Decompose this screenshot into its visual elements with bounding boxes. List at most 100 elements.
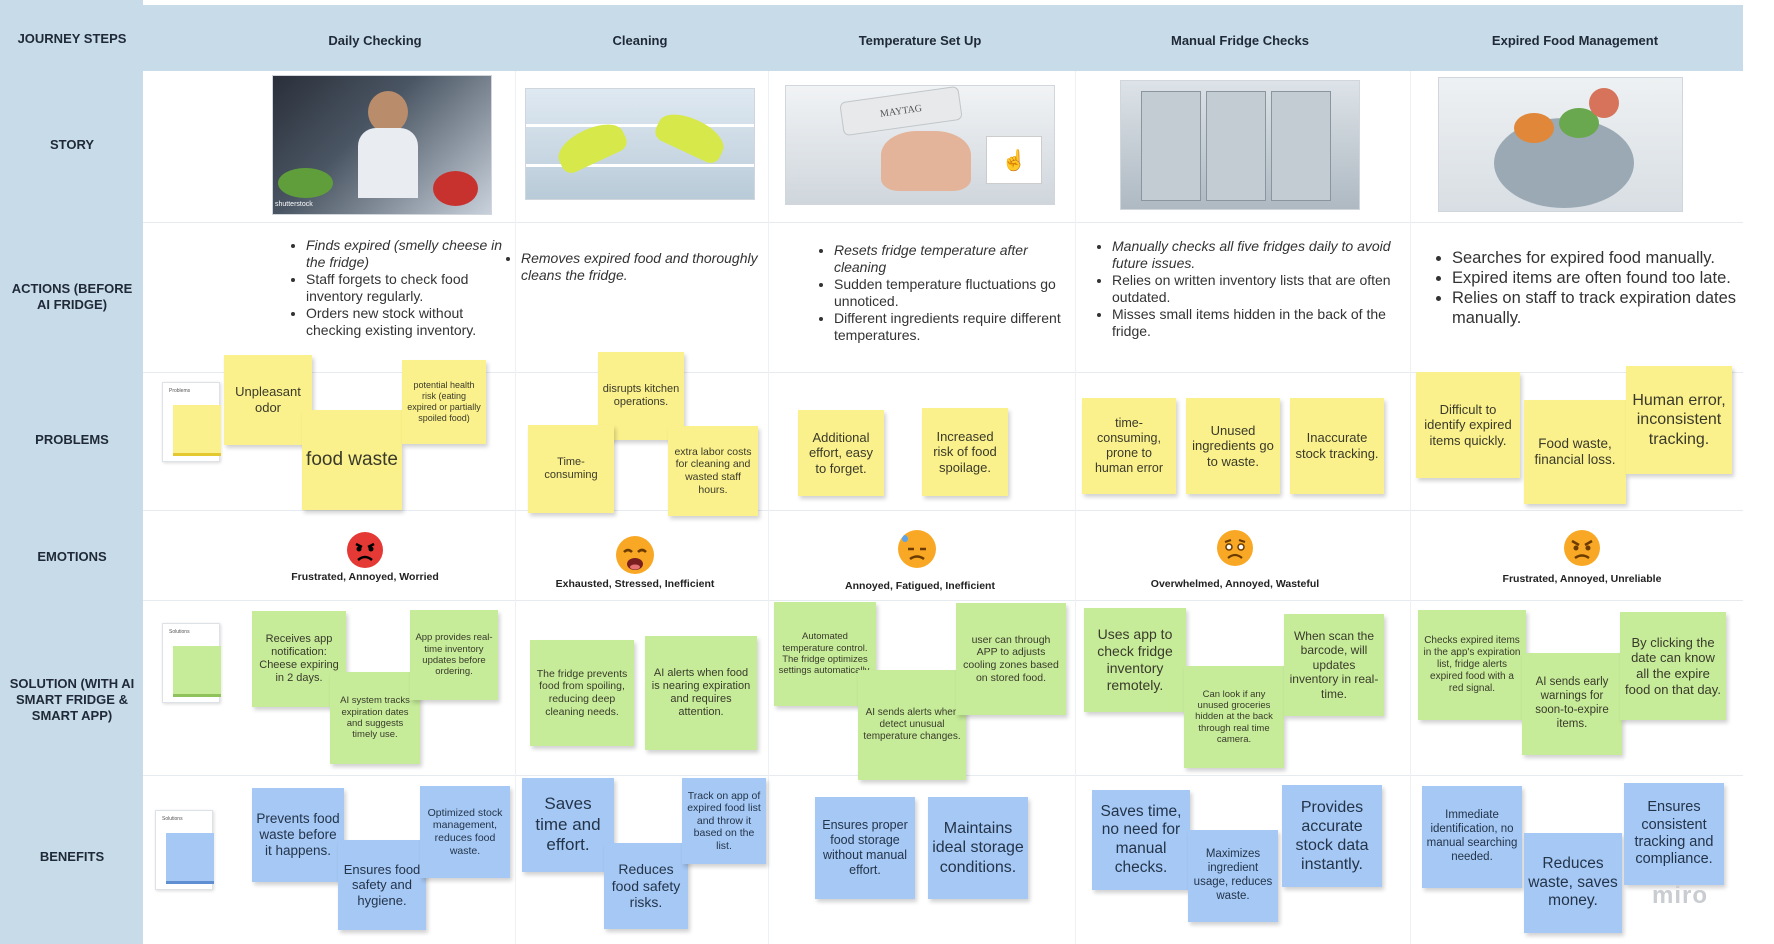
fridge-shape xyxy=(1141,91,1201,201)
solution-sticky[interactable]: By clicking the date can know all the ex… xyxy=(1620,612,1726,720)
solution-sticky[interactable]: AI sends early warnings for soon-to-expi… xyxy=(1522,653,1622,755)
action-item: Manually checks all five fridges daily t… xyxy=(1112,238,1396,272)
benefit-sticky[interactable]: Reduces food safety risks. xyxy=(604,843,688,929)
frame-thumbnail-problems[interactable]: Problems xyxy=(162,382,221,462)
solution-sticky[interactable]: Uses app to check fridge inventory remot… xyxy=(1084,608,1186,712)
shelf-shape xyxy=(526,124,754,127)
problem-sticky[interactable]: Increased risk of food spoilage. xyxy=(922,408,1008,496)
row-label-story: STORY xyxy=(49,137,95,152)
problem-sticky[interactable]: Difficult to identify expired items quic… xyxy=(1416,372,1520,478)
story-photo-expired-food xyxy=(1438,77,1683,212)
sticky-preview xyxy=(166,833,214,884)
benefit-sticky[interactable]: Saves time and effort. xyxy=(522,778,614,872)
sticky-preview xyxy=(173,405,221,456)
benefit-sticky[interactable]: Provides accurate stock data instantly. xyxy=(1282,785,1382,887)
action-item: Expired items are often found too late. xyxy=(1452,268,1736,288)
solution-sticky[interactable]: Checks expired items in the app's expira… xyxy=(1418,610,1526,720)
row-label-column xyxy=(0,0,143,944)
actions-expired-food: Searches for expired food manually. Expi… xyxy=(1436,248,1736,328)
problem-sticky[interactable]: extra labor costs for cleaning and waste… xyxy=(668,426,758,516)
food-shape xyxy=(433,171,478,206)
solution-sticky[interactable]: AI sends alerts when detect unusual temp… xyxy=(858,670,966,780)
story-photo-cleaning xyxy=(525,88,755,200)
benefit-sticky[interactable]: Maintains ideal storage conditions. xyxy=(928,797,1028,899)
step-header: Temperature Set Up xyxy=(858,32,982,48)
solution-sticky[interactable]: The fridge prevents food from spoiling, … xyxy=(530,640,634,746)
action-item: Searches for expired food manually. xyxy=(1452,248,1736,268)
row-label-emotions: EMOTIONS xyxy=(37,549,107,564)
emotion-label: Frustrated, Annoyed, Worried xyxy=(291,571,439,583)
action-item: Relies on written inventory lists that a… xyxy=(1112,272,1396,306)
row-divider xyxy=(143,372,1743,373)
problem-sticky[interactable]: Inaccurate stock tracking. xyxy=(1290,398,1384,494)
problem-sticky[interactable]: potential health risk (eating expired or… xyxy=(402,360,486,444)
story-photo-fridges xyxy=(1120,80,1360,210)
miro-watermark: miro xyxy=(1652,882,1709,909)
action-item: Resets fridge temperature after cleaning xyxy=(834,242,1063,276)
emotion-label: Frustrated, Annoyed, Unreliable xyxy=(1502,573,1662,585)
benefit-sticky[interactable]: Prevents food waste before it happens. xyxy=(252,788,344,882)
step-header: Expired Food Management xyxy=(1491,32,1659,48)
problem-sticky[interactable]: Human error, inconsistent tracking. xyxy=(1626,366,1732,474)
fridge-shape xyxy=(1271,91,1331,201)
row-divider xyxy=(143,510,1743,511)
journey-header-bar xyxy=(143,5,1743,71)
step-header: Daily Checking xyxy=(328,32,422,48)
solution-sticky[interactable]: App provides real-time inventory updates… xyxy=(410,610,498,700)
problem-sticky[interactable]: Additional effort, easy to forget. xyxy=(798,410,884,496)
benefit-sticky[interactable]: Ensures food safety and hygiene. xyxy=(338,840,426,930)
person-shape xyxy=(358,128,418,198)
story-photo-daily-checking: shutterstock xyxy=(272,75,492,215)
shelf-shape xyxy=(526,164,754,167)
row-divider xyxy=(143,222,1743,223)
solution-sticky[interactable]: user can through APP to adjusts cooling … xyxy=(956,603,1066,715)
sweat-face-icon xyxy=(896,528,938,570)
solution-sticky[interactable]: AI alerts when food is nearing expiratio… xyxy=(645,636,757,750)
frame-thumbnail-solution[interactable]: Solutions xyxy=(162,623,221,703)
column-divider xyxy=(1075,71,1076,944)
glove-shape xyxy=(652,105,730,167)
thumbnail-label: Solutions xyxy=(162,816,183,822)
column-divider xyxy=(515,71,516,944)
row-label-problems: PROBLEMS xyxy=(35,432,109,447)
watermark-text: shutterstock xyxy=(275,201,313,208)
pouting-face-icon xyxy=(1562,528,1602,568)
problem-sticky[interactable]: time-consuming, prone to human error xyxy=(1082,398,1176,494)
benefit-sticky[interactable]: Ensures proper food storage without manu… xyxy=(815,797,915,899)
column-divider xyxy=(1410,71,1411,944)
row-label-journey: JOURNEY STEPS xyxy=(17,31,127,46)
actions-daily-checking: Finds expired (smelly cheese in the frid… xyxy=(290,237,510,339)
step-header: Manual Fridge Checks xyxy=(1171,32,1309,48)
solution-sticky[interactable]: AI system tracks expiration dates and su… xyxy=(330,672,420,764)
emotion-label: Overwhelmed, Annoyed, Wasteful xyxy=(1150,578,1320,590)
problem-sticky[interactable]: Food waste, financial loss. xyxy=(1524,400,1626,504)
benefit-sticky[interactable]: Maximizes ingredient usage, reduces wast… xyxy=(1188,830,1278,922)
action-item: Relies on staff to track expiration date… xyxy=(1452,288,1736,328)
benefit-sticky[interactable]: Immediate identification, no manual sear… xyxy=(1422,786,1522,888)
thumbnail-label: Problems xyxy=(169,388,191,394)
step-header: Cleaning xyxy=(612,32,668,48)
problem-sticky[interactable]: food waste xyxy=(302,410,402,510)
frame-thumbnail-benefits[interactable]: Solutions xyxy=(155,810,214,890)
action-item: Different ingredients require different … xyxy=(834,310,1063,344)
row-label-actions: ACTIONS (BEFORE AI FRIDGE) xyxy=(11,281,133,312)
sticky-preview xyxy=(173,646,221,697)
action-item: Removes expired food and thoroughly clea… xyxy=(521,250,775,284)
solution-sticky[interactable]: When scan the barcode, will updates inve… xyxy=(1284,614,1384,716)
benefit-sticky[interactable]: Ensures consistent tracking and complian… xyxy=(1624,783,1724,885)
benefit-sticky[interactable]: Optimized stock management, reduces food… xyxy=(420,786,510,878)
emotion-label: Annoyed, Fatigued, Inefficient xyxy=(845,580,995,592)
problem-sticky[interactable]: Time-consuming xyxy=(528,425,614,513)
solution-sticky[interactable]: Can look if any unused groceries hidden … xyxy=(1184,666,1284,768)
actions-cleaning: Removes expired food and thoroughly clea… xyxy=(505,250,775,284)
row-label-benefits: BENEFITS xyxy=(39,849,105,864)
problem-sticky[interactable]: Unpleasant odor xyxy=(224,355,312,445)
benefit-sticky[interactable]: Reduces waste, saves money. xyxy=(1524,833,1622,933)
thumbnail-label: Solutions xyxy=(169,629,190,635)
benefit-sticky[interactable]: Track on app of expired food list and th… xyxy=(682,778,766,864)
problem-sticky[interactable]: Unused ingredients go to waste. xyxy=(1186,398,1280,494)
column-divider xyxy=(768,71,769,944)
benefit-sticky[interactable]: Saves time, no need for manual checks. xyxy=(1092,790,1190,890)
row-label-solution: SOLUTION (WITH AI SMART FRIDGE & SMART A… xyxy=(9,676,135,723)
brand-label: MAYTAG xyxy=(839,86,963,137)
